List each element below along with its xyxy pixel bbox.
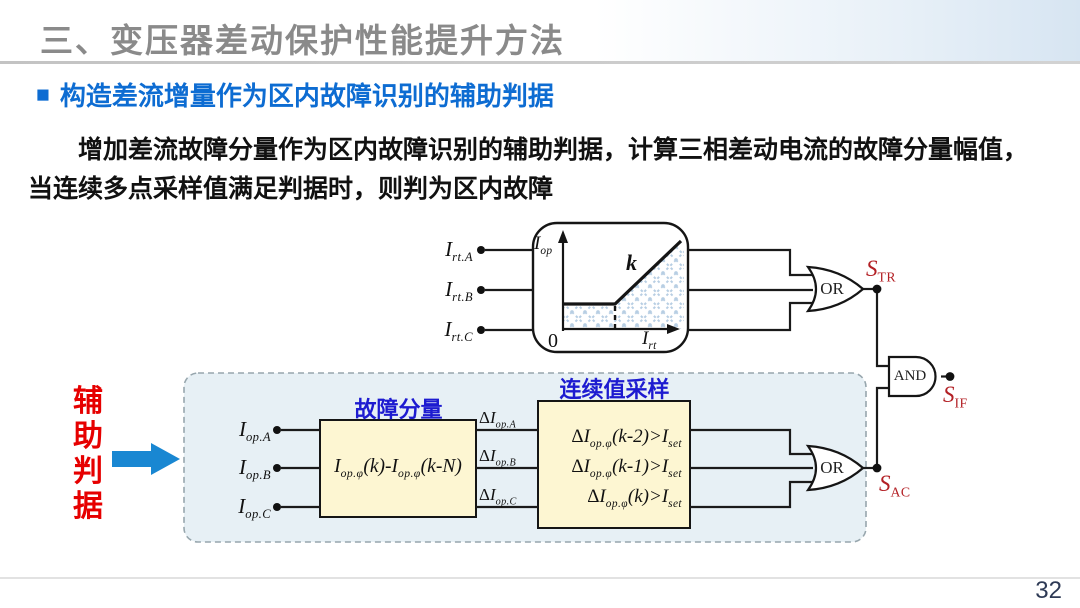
input-label-irt-a: Irt.A [445, 237, 473, 265]
aux-arrow-icon [112, 443, 180, 475]
input-label-iop-b: Iop.B [238, 455, 271, 483]
bullet-square-icon: ■ [36, 81, 50, 107]
delta-label-a: ΔIop.A [479, 408, 517, 431]
page-number: 32 [1035, 577, 1062, 604]
sample-condition-row: ΔIop.φ(k-2)>Iset [571, 426, 682, 450]
bias-characteristic-line [563, 239, 683, 306]
delta-label-c: ΔIop.C [479, 485, 517, 508]
signal-sif-label: SIF [943, 382, 968, 411]
sampling-caption: 连续值采样 [559, 377, 670, 402]
input-label-irt-b: Irt.B [445, 277, 473, 305]
footer-divider [0, 577, 1080, 579]
aux-criterion-label: 辅 助 判 据 [73, 385, 103, 523]
fault-component-formula: Iop.φ(k)-Iop.φ(k-N) [334, 456, 462, 480]
sampling-box [537, 400, 691, 529]
slope-k-label: k [626, 250, 637, 275]
restraint-region-hatch [563, 241, 684, 329]
x-axis-arrow-icon [667, 324, 680, 334]
origin-label: 0 [548, 330, 558, 352]
x-axis-label: Irt [642, 328, 657, 352]
sample-condition-row: ΔIop.φ(k-1)>Iset [571, 456, 682, 480]
or-gate-bottom [805, 444, 865, 492]
fault-component-caption: 故障分量 [354, 397, 443, 422]
delta-label-b: ΔIop.B [479, 446, 517, 469]
y-axis-arrow-icon [558, 230, 568, 243]
junction-dots [273, 246, 955, 511]
input-label-irt-c: Irt.C [444, 317, 473, 345]
fault-component-box [319, 419, 477, 518]
characteristic-box [531, 221, 690, 354]
header-divider [0, 61, 1080, 64]
aux-panel [183, 372, 867, 543]
and-gate-label: AND [893, 368, 927, 384]
or-gate-top-label: OR [820, 279, 844, 298]
sample-condition-row: ΔIop.φ(k)>Iset [587, 486, 682, 510]
body-paragraph: 增加差流故障分量作为区内故障识别的辅助判据，计算三相差动电流的故障分量幅值， 当… [28, 136, 1029, 203]
y-axis-label: Iop [534, 233, 553, 257]
signal-str-label: STR [866, 256, 896, 285]
section-heading: ■ 构造差流增量作为区内故障识别的辅助判据 [36, 76, 554, 113]
input-label-iop-c: Iop.C [238, 494, 271, 522]
signal-sac-label: SAC [879, 471, 911, 500]
and-gate [887, 355, 937, 398]
page-title: 三、变压器差动保护性能提升方法 [40, 22, 565, 59]
header-gradient [0, 0, 1080, 61]
or-gate-top [805, 265, 865, 313]
wires [281, 248, 946, 509]
section-heading-text: 构造差流增量作为区内故障识别的辅助判据 [59, 81, 554, 111]
input-label-iop-a: Iop.A [238, 417, 271, 445]
or-gate-bottom-label: OR [820, 458, 844, 477]
